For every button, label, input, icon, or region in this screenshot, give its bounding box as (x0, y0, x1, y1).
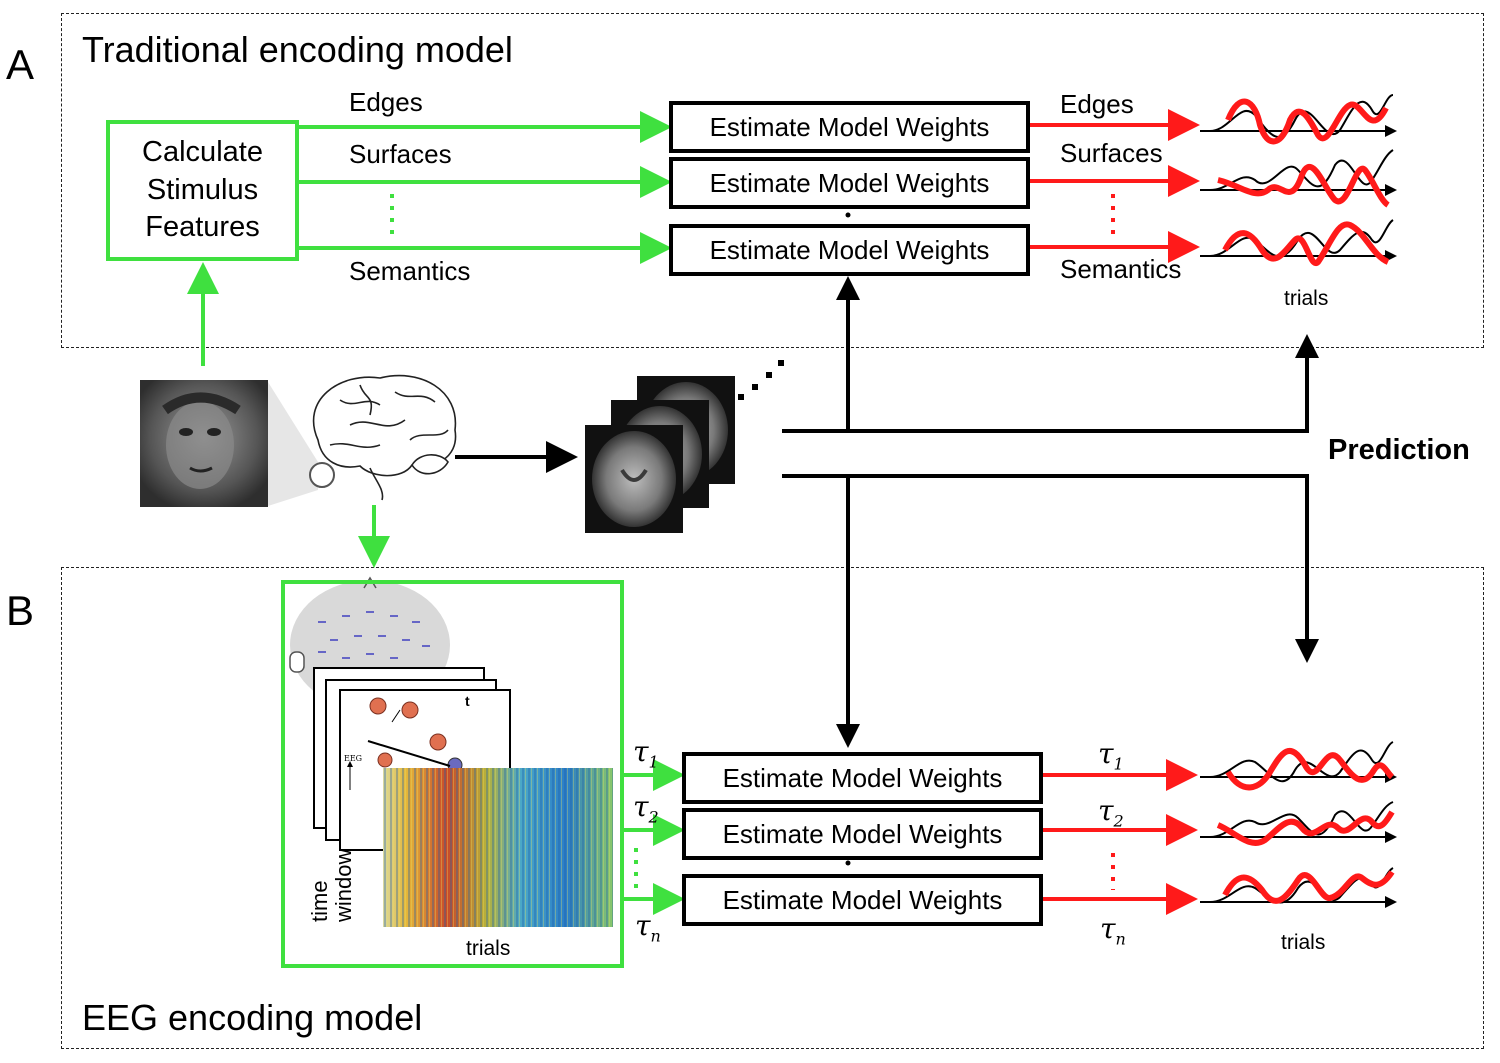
prediction-title: Prediction (1328, 434, 1470, 466)
tau-symbol: τ (633, 735, 649, 768)
weights-box-tau-1: Estimate Model Weights (682, 752, 1043, 804)
time-word: time (307, 880, 332, 922)
t-marker-label: t (465, 693, 470, 709)
calculate-features-box: Calculate Stimulus Features (106, 120, 299, 261)
tau-sub: 1 (1113, 754, 1124, 774)
tau-2-left: τ2 (633, 793, 659, 826)
panel-b-title: EEG encoding model (82, 997, 423, 1038)
tau-1-left: τ1 (633, 738, 659, 771)
tau-n-right: τn (1100, 915, 1126, 948)
weights-box-surfaces: Estimate Model Weights (669, 157, 1030, 209)
tau-sub: 2 (648, 807, 659, 827)
tau-symbol: τ (1100, 912, 1116, 945)
trials-label-eeg: trials (466, 937, 511, 960)
eeg-axis-label: EEG (344, 754, 363, 763)
feature-semantics-label: Semantics (349, 256, 471, 286)
prediction-semantics-label: Semantics (1060, 254, 1182, 284)
calc-line-2: Stimulus (146, 173, 259, 206)
tau-symbol: τ (635, 909, 651, 942)
eeg-data-box (281, 580, 624, 968)
feature-edges-label: Edges (349, 87, 423, 117)
calc-line-3: Features (145, 211, 260, 244)
weights-box-semantics: Estimate Model Weights (669, 224, 1030, 276)
tau-symbol: τ (1098, 737, 1114, 770)
tau-sub: n (650, 926, 661, 946)
trials-label-a: trials (1284, 287, 1329, 310)
weights-box-tau-n: Estimate Model Weights (682, 874, 1043, 926)
panel-a-letter: A (6, 41, 35, 88)
panel-b-eeg (61, 567, 1484, 1049)
time-window-label: time window (307, 848, 357, 922)
prediction-edges-label: Edges (1060, 89, 1134, 119)
tau-symbol: τ (1098, 794, 1114, 827)
tau-sub: 2 (1113, 811, 1124, 831)
weights-box-edges: Estimate Model Weights (669, 101, 1030, 153)
tau-n-left: τn (635, 912, 661, 945)
panel-b-letter: B (6, 587, 35, 634)
panel-a-traditional (61, 13, 1484, 348)
calc-line-1: Calculate (142, 135, 263, 168)
weights-box-tau-2: Estimate Model Weights (682, 808, 1043, 860)
tau-2-right: τ2 (1098, 797, 1124, 830)
feature-surfaces-label: Surfaces (349, 139, 452, 169)
tau-sub: n (1115, 929, 1126, 949)
tau-1-right: τ1 (1098, 740, 1124, 773)
panel-a-title: Traditional encoding model (82, 29, 513, 70)
tau-symbol: τ (633, 790, 649, 823)
prediction-surfaces-label: Surfaces (1060, 138, 1163, 168)
tau-sub: 1 (648, 752, 659, 772)
window-word: window (331, 848, 357, 922)
trials-label-b: trials (1281, 931, 1326, 954)
